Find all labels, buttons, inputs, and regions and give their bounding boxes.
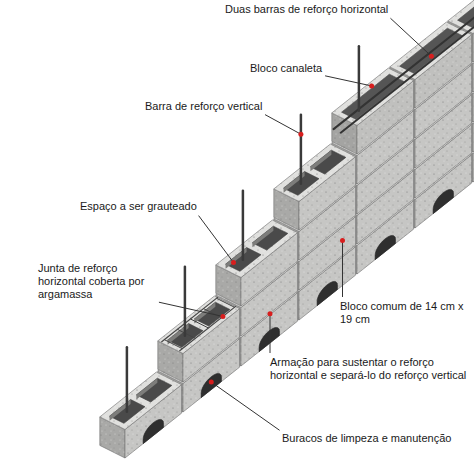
leader-marker — [298, 132, 303, 137]
callout-label: Barra de reforço vertical — [145, 100, 262, 113]
callout-label: Buracos de limpeza e manutenção — [282, 432, 451, 445]
vertical-rebar — [358, 46, 361, 111]
cleanout-hole — [259, 327, 279, 351]
vertical-rebar — [300, 115, 303, 184]
block-wall — [100, 0, 474, 458]
leader-marker — [340, 238, 345, 243]
block-cell — [252, 226, 287, 250]
vertical-rebar — [184, 267, 187, 336]
leader-marker — [429, 54, 434, 59]
leader-line — [211, 382, 279, 430]
callout-label: Espaço a ser grauteado — [80, 200, 197, 213]
block-top-face — [100, 372, 182, 429]
leader-line — [265, 115, 301, 135]
block-top-face — [274, 144, 356, 201]
joint-reinforcement-rung — [190, 319, 208, 328]
leader-marker — [209, 380, 214, 385]
callout-label: Duas barras de reforço horizontal — [225, 3, 388, 16]
concrete-block — [274, 144, 356, 230]
channel-block — [332, 68, 414, 154]
callout-label: Armação para sustentar o reforço horizon… — [270, 356, 470, 382]
leader-line — [342, 241, 343, 298]
leader-marker — [369, 83, 374, 88]
cleanout-hole — [433, 189, 453, 213]
block-top-face — [216, 220, 298, 277]
callout-label: Bloco canaleta — [250, 62, 322, 75]
leader-line — [325, 76, 372, 86]
horizontal-rebar — [334, 0, 474, 129]
concrete-block — [216, 220, 298, 306]
leader-line — [390, 18, 431, 56]
joint-reinforcement-rung — [164, 340, 182, 349]
block-texture — [158, 296, 240, 353]
cell-inner-wall — [252, 226, 273, 247]
joint-reinforcement-rung — [177, 329, 195, 338]
cleanout-hole — [317, 281, 337, 305]
joint-reinforcement — [161, 297, 218, 342]
leader-marker — [220, 314, 225, 319]
cleanout-hole — [375, 235, 395, 259]
block-top-face — [158, 296, 240, 353]
block-texture — [274, 144, 356, 201]
callout-label: Bloco comum de 14 cm x 19 cm — [340, 300, 468, 326]
leader-marker — [268, 311, 273, 316]
leader-line — [159, 302, 223, 316]
horizontal-rebar — [341, 0, 474, 133]
cell-inner-wall — [310, 150, 331, 171]
block-texture — [216, 220, 298, 277]
leader-line — [270, 314, 271, 353]
concrete-block — [158, 296, 240, 382]
cell-inner-wall — [136, 378, 157, 399]
cleanout-hole — [143, 419, 163, 443]
concrete-block — [100, 372, 182, 458]
leader-line — [199, 216, 234, 263]
block-cell — [310, 150, 345, 174]
vertical-rebar — [126, 347, 129, 412]
block-cell — [136, 378, 171, 402]
leader-marker — [231, 260, 236, 265]
block-texture — [100, 372, 182, 429]
leader-lines — [159, 18, 434, 430]
joint-reinforcement-rung — [217, 298, 235, 307]
vertical-rebar — [242, 191, 245, 260]
cleanout-hole — [201, 373, 221, 397]
callout-label: Junta de reforço horizontal coberta por … — [38, 262, 156, 302]
